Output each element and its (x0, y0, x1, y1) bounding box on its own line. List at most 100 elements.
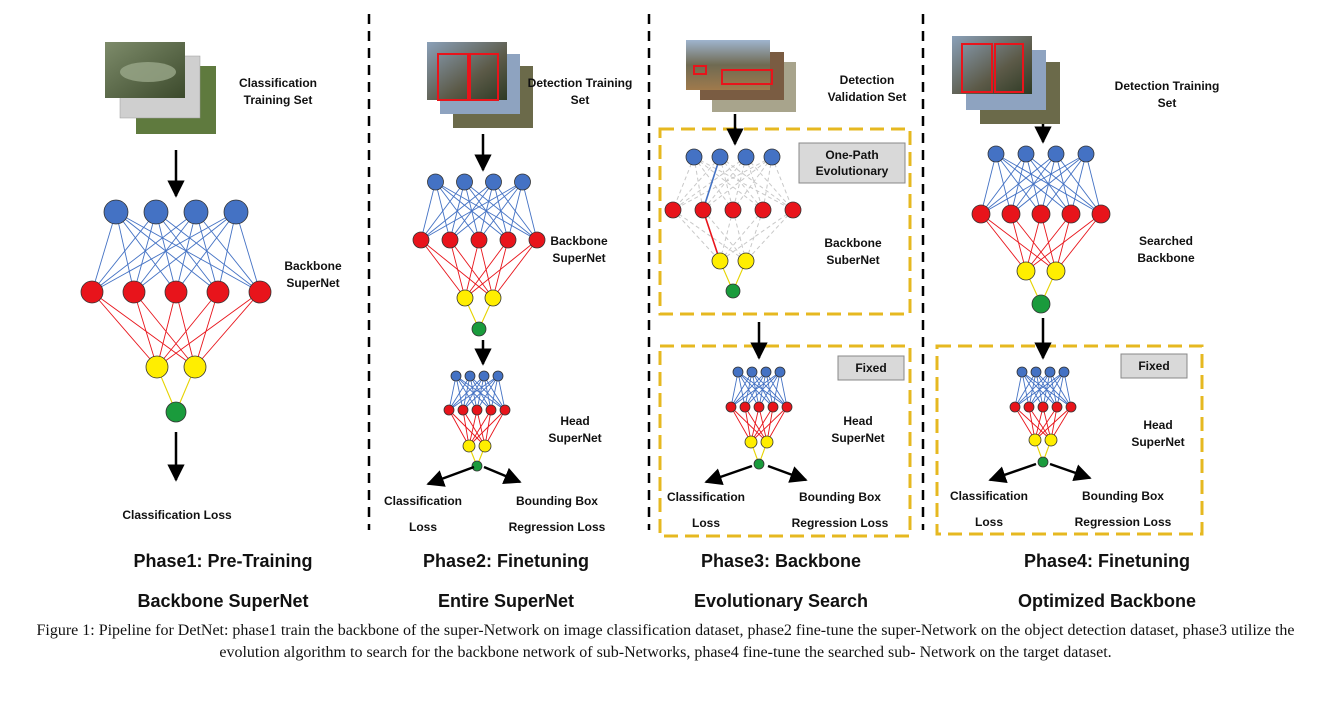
p4-head-backbone-node (1051, 401, 1063, 413)
p4-head-l1-edge (1056, 371, 1065, 408)
p2-backbone-l2-edge (449, 239, 494, 299)
p4-backbone-input-node (1047, 145, 1065, 163)
p2-backbone-neck-node (484, 289, 502, 307)
p3-backbone-faded-edge (672, 156, 747, 211)
p4-head-backbone-node (1065, 401, 1077, 413)
p3-backbone-faded-edge (762, 156, 773, 211)
p3-backbone-input-node (711, 148, 729, 166)
p4-backbone-l1-edge (1010, 153, 1087, 215)
phase4-fixed-box (935, 344, 1204, 536)
p3-head-label-2: SuperNet (831, 431, 884, 445)
p3-backbone-input-node (763, 148, 781, 166)
p2-head-l1-edge (448, 375, 499, 411)
p4-backbone-neck-node (1016, 261, 1036, 281)
p1-backbone-l1-edge (91, 211, 157, 293)
p4-set-label-2: Set (1158, 96, 1177, 110)
p3-backbone-input-node (685, 148, 703, 166)
p4-head-l1-edge (1014, 371, 1051, 408)
p4-head-l2-edge (1034, 406, 1072, 441)
p1-backbone-l1-edge (133, 211, 197, 293)
p2-head-backbone-node (457, 404, 469, 416)
p2-head-l1-edge (448, 375, 485, 411)
p2-backbone-input-node (456, 173, 473, 191)
p4-loss-right-2: Regression Loss (1075, 515, 1172, 529)
p3-backbone-faded-edge (719, 156, 734, 211)
p4-fixed-tag: Fixed (1138, 359, 1169, 373)
p1-backbone-l2-edge (175, 291, 196, 368)
p1-backbone-input-node (143, 199, 169, 225)
p2-backbone-backbone-node (441, 231, 459, 249)
flow-arrows (167, 114, 1092, 487)
p3-search-tag-1: One-Path (825, 148, 878, 162)
p3-backbone-input-node (737, 148, 755, 166)
p4-backbone-output-node (1031, 294, 1051, 314)
p1-subtitle: Backbone SuperNet (137, 591, 308, 611)
p2-set-label-2: Set (571, 93, 590, 107)
p4-head-l1-edge (1014, 371, 1037, 408)
p2-head-l2-edge (448, 409, 470, 447)
p3-backbone-backbone-node (754, 201, 772, 219)
p3-fixed-tag: Fixed (855, 361, 886, 375)
p1-backbone-l1-edge (155, 211, 261, 293)
p2-head-l2-edge (468, 409, 492, 447)
p3-head-l1-edge (758, 371, 781, 408)
p3-backbone-faded-edge (672, 209, 721, 262)
p1-backbone-l2-edge (133, 291, 158, 368)
p3-backbone-faded-edge (672, 156, 721, 211)
p1-backbone-l1-edge (217, 211, 237, 293)
p4-backbone-backbone-node (1061, 204, 1081, 224)
p3-head-output-node (753, 458, 765, 470)
p3-backbone-label-2: SuberNet (826, 253, 879, 267)
p3-head-input-node (760, 366, 772, 378)
p3-backbone-neck-node (737, 252, 755, 270)
p4-backbone-input-node (1017, 145, 1035, 163)
p4-head-backbone-node (1023, 401, 1035, 413)
p2-backbone-input-node (427, 173, 444, 191)
p3-backbone-faded-edge (719, 156, 764, 211)
p4-backbone-backbone-node (971, 204, 991, 224)
p2-backbone-l1-edge (420, 181, 436, 241)
p4-backbone-l2-edge (980, 213, 1027, 272)
p3-backbone-output-node (725, 283, 741, 299)
p3-backbone-faded-edge (672, 156, 695, 211)
p2-loss-right-2: Regression Loss (509, 520, 606, 534)
p3-head-l1-edge (730, 371, 767, 408)
p2-backbone-label-1: Backbone (550, 234, 608, 248)
p2-head-l1-edge (497, 375, 506, 411)
p4-head-label-1: Head (1143, 418, 1172, 432)
p1-backbone-l2-edge (156, 291, 219, 368)
p1-backbone-neck-node (183, 355, 207, 379)
p1-set-label-1: Classification (239, 76, 317, 90)
p2-backbone-output-node (471, 321, 487, 337)
p3-subtitle: Evolutionary Search (694, 591, 868, 611)
p3-backbone-faded-edge (745, 209, 764, 262)
p3-loss-right-1: Bounding Box (799, 490, 881, 504)
figure-caption: Figure 1: Pipeline for DetNet: phase1 tr… (36, 622, 1295, 661)
network-diagrams (80, 145, 1111, 472)
p3-backbone-path-edge (702, 156, 721, 211)
p4-backbone-l1-edge (980, 153, 1027, 215)
p2-backbone-l1-edge (507, 181, 523, 241)
p2-backbone-backbone-node (528, 231, 546, 249)
p3-head-neck-node (760, 435, 774, 449)
p2-backbone-l1-edge (449, 181, 523, 241)
p1-set-label-2: Training Set (244, 93, 313, 107)
p4-backbone-neck-node (1046, 261, 1066, 281)
p3-backbone-faded-edge (745, 209, 794, 262)
p3-head-l2-edge (730, 406, 752, 443)
p1-backbone-l2-edge (194, 291, 261, 368)
p1-backbone-l1-edge (115, 211, 261, 293)
p1-backbone-l1-edge (175, 211, 197, 293)
p4-backbone-input-node (1077, 145, 1095, 163)
p4-head-input-node (1044, 366, 1056, 378)
p1-backbone-l1-edge (115, 211, 219, 293)
p4-head-neck-node (1028, 433, 1042, 447)
p3-head-l2-edge (730, 406, 768, 443)
p4-backbone-l2-edge (1025, 213, 1072, 272)
p1-backbone-l2-edge (91, 291, 158, 368)
classification-image-stack (105, 42, 216, 134)
p2-head-l2-edge (448, 409, 486, 447)
p4-loss-left-1: Classification (950, 489, 1028, 503)
p3-head-l1-edge (772, 371, 781, 408)
p4-backbone-backbone-node (1031, 204, 1051, 224)
